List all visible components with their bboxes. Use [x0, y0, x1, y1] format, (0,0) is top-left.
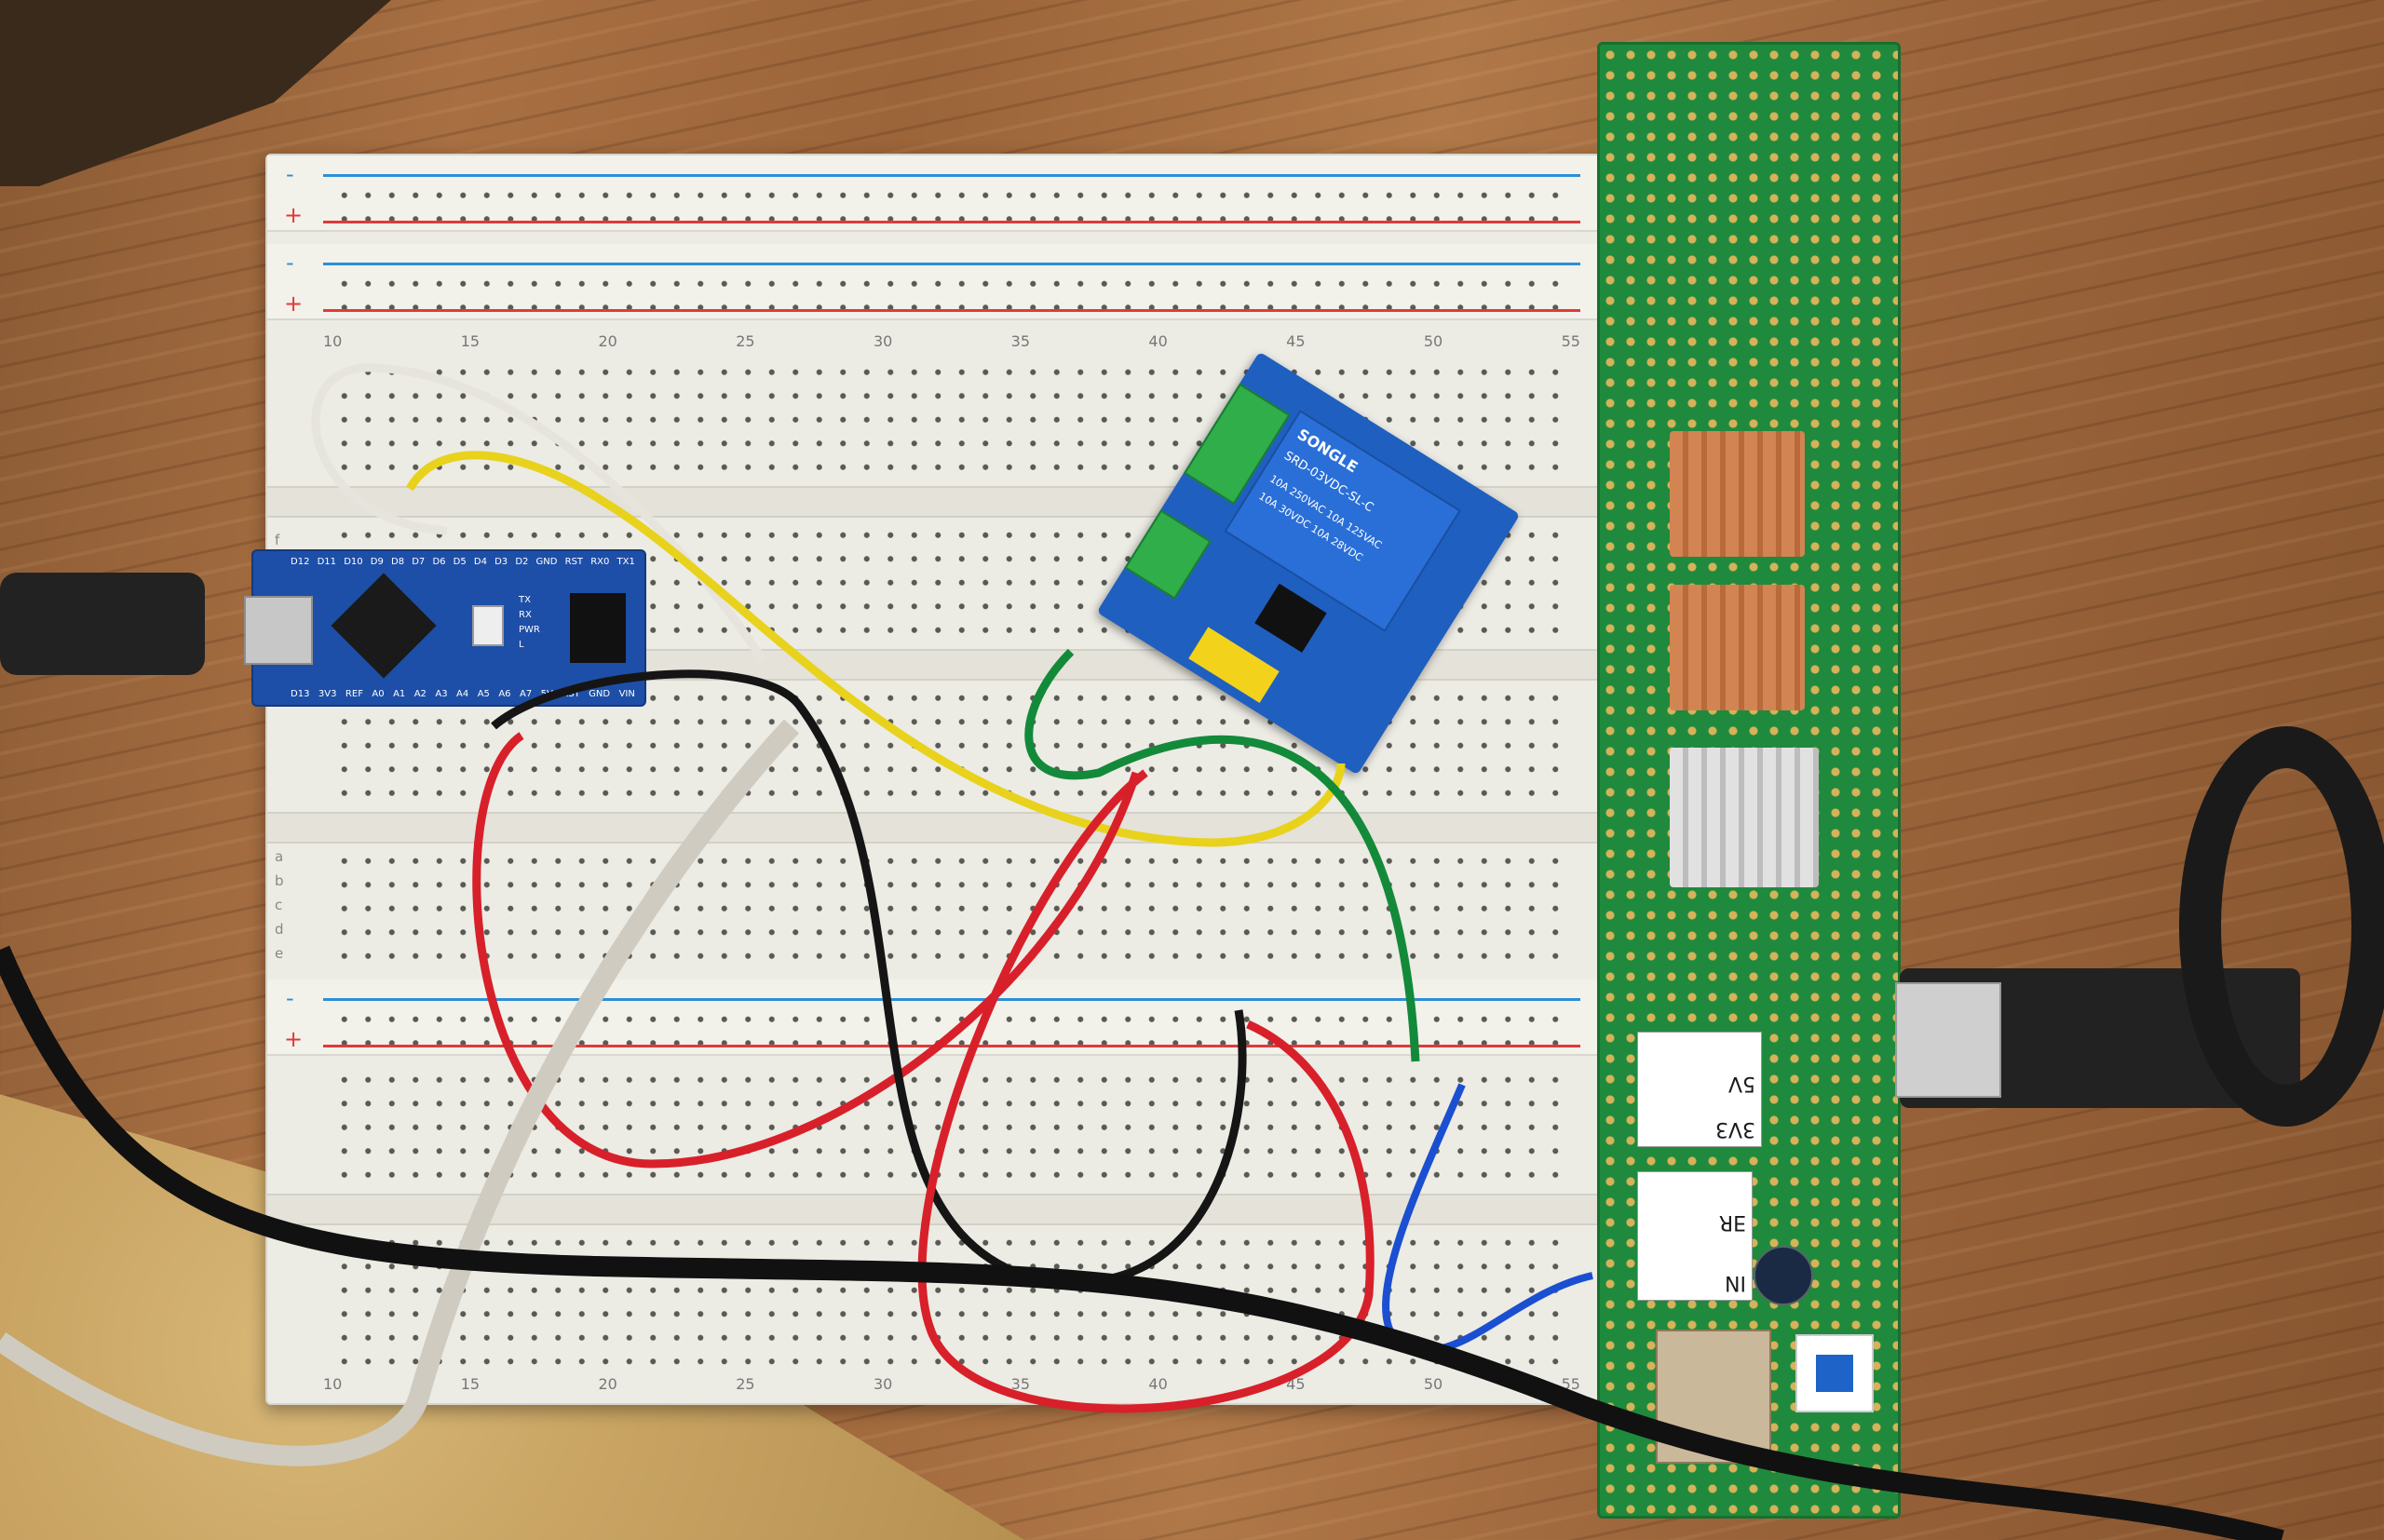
copper-heatsink [1670, 585, 1805, 710]
green-wire [1024, 648, 1420, 1062]
blue-wire [1382, 1083, 1593, 1355]
black-power-cable [0, 945, 2284, 1540]
rail-minus-sign: - [286, 250, 294, 276]
red-wire-2 [917, 769, 1375, 1413]
yellow-wire [406, 451, 1346, 847]
red-wire [472, 732, 1141, 1169]
rail-plus-sign: + [284, 290, 304, 317]
nano-icsp-header [570, 593, 626, 663]
rail-plus-sign: + [284, 1026, 304, 1052]
mini-usb-cable-plug [0, 573, 205, 675]
electrolytic-capacitor [1754, 1246, 1813, 1305]
gray-usb-cable [0, 719, 800, 1466]
perfboard-power-module: 3V3 5V IN ƎR [1597, 42, 1901, 1519]
tactile-push-button[interactable] [1795, 1334, 1874, 1412]
aluminum-heatsink [1670, 748, 1819, 887]
nano-mini-usb-port[interactable] [244, 596, 313, 665]
nano-reset-button[interactable] [472, 605, 504, 646]
terminal-strip-upper-4 [332, 849, 1571, 970]
rail-minus-sign: - [286, 161, 294, 187]
rail-plus-sign: + [284, 202, 304, 228]
rail-minus-sign: - [286, 985, 294, 1011]
copper-heatsink [1670, 431, 1805, 557]
white-wire [311, 363, 767, 664]
center-channel [267, 812, 1608, 844]
power-rail-top-1: - + [267, 155, 1608, 232]
power-rail-top-2: - + [267, 244, 1608, 320]
black-wire [491, 669, 1247, 1287]
usb-a-metal-shell [1895, 982, 2001, 1098]
